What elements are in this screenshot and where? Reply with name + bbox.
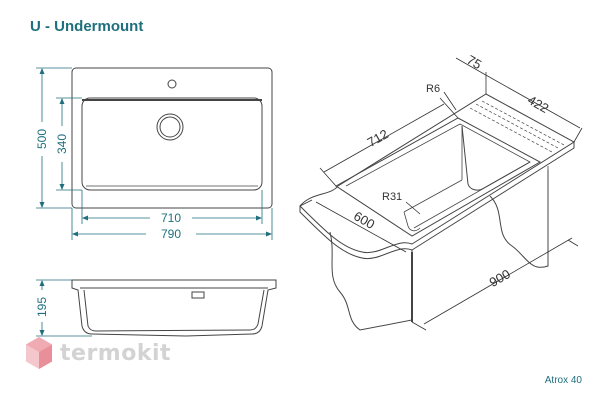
- cabinet-left: [329, 231, 413, 331]
- top-view-dimensions: [36, 67, 273, 240]
- dim-inner-width: 710: [161, 211, 181, 225]
- outer-rim: [71, 67, 273, 209]
- model-name: Atrox 40: [544, 375, 582, 386]
- dim-corner-radius: R6: [426, 83, 440, 95]
- side-view-arrows: [39, 280, 45, 336]
- cabinet-right: [489, 170, 549, 268]
- iso-view: [299, 93, 575, 331]
- logo-text: termokit: [60, 340, 172, 366]
- dim-iso-cabinet: 900: [487, 266, 513, 290]
- dim-iso-width: 600: [351, 208, 377, 232]
- sink-profile-inner: [80, 287, 268, 332]
- dim-outer-depth: 500: [35, 129, 49, 149]
- tap-hole: [167, 79, 177, 89]
- dim-height: 195: [35, 297, 49, 317]
- page-title: U - Undermount: [30, 18, 144, 35]
- rim-hatch: [469, 100, 565, 153]
- brand-logo: termokit: [24, 336, 171, 370]
- inner-bowl: [81, 97, 263, 191]
- top-view-arrows: [39, 68, 272, 237]
- dim-inner-depth: 340: [55, 134, 69, 154]
- overflow-slot: [191, 291, 205, 299]
- top-view: [71, 67, 273, 209]
- sink-cutout: [335, 117, 542, 237]
- sink-profile-outer: [71, 279, 277, 337]
- iso-dimensions: [299, 57, 583, 331]
- drain-inner: [159, 116, 181, 138]
- dim-iso-rim: 75: [464, 52, 484, 72]
- dim-bowl-radius: R31: [382, 191, 402, 203]
- bowl-wall: [461, 125, 531, 191]
- dim-iso-depth: 422: [525, 92, 551, 116]
- drain-outer: [156, 113, 184, 141]
- countertop-front: [299, 142, 575, 260]
- dim-outer-width: 790: [161, 227, 181, 241]
- side-view: [71, 279, 277, 337]
- hexagon-logo-icon: [26, 337, 52, 369]
